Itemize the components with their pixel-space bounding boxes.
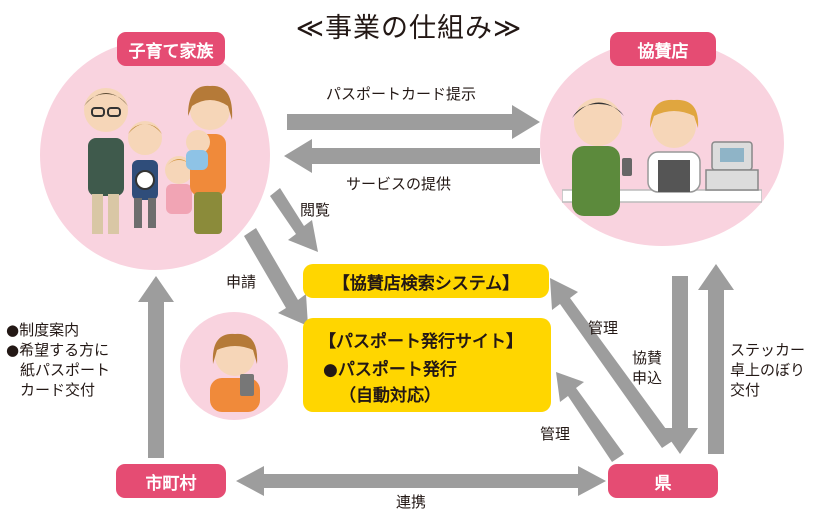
arrow-sticker <box>698 264 734 454</box>
arrow-cooperation <box>236 466 606 496</box>
issue-site-label: 【パスポート発行サイト】 <box>319 332 523 352</box>
shop-illustration <box>562 98 762 216</box>
manage-bottom-label: 管理 <box>540 425 571 443</box>
pref-node-label: 県 <box>608 464 718 498</box>
issue-site-line1: ●パスポート発行 <box>323 360 457 380</box>
family-node-label: 子育て家族 <box>117 32 225 66</box>
family-circle <box>40 40 270 270</box>
arrow-manage-bottom <box>556 372 624 462</box>
issue-site-line2: （自動対応） <box>339 386 441 406</box>
city-label-line3: 紙パスポート <box>20 361 111 379</box>
city-node-label: 市町村 <box>116 464 226 498</box>
manage-top-label: 管理 <box>588 319 619 337</box>
arrow-apply <box>244 228 308 326</box>
arrow-city-up <box>138 276 174 458</box>
search-system-box: 【協賛店検索システム】 <box>303 264 549 298</box>
shop-node-label: 協賛店 <box>610 32 716 66</box>
apply-label: 申請 <box>226 273 257 291</box>
family-illustration <box>84 85 233 234</box>
cooperation-label: 連携 <box>396 493 427 511</box>
search-system-label: 【協賛店検索システム】 <box>332 273 520 294</box>
card-present-label: パスポートカード提示 <box>326 85 477 103</box>
issue-site-box: 【パスポート発行サイト】 ●パスポート発行 （自動対応） <box>303 318 551 412</box>
sticker-label-line2: 卓上のぼり <box>730 361 806 379</box>
arrow-service <box>284 139 540 173</box>
arrow-sponsor <box>662 276 698 454</box>
sponsor-label-line1: 協賛 <box>632 349 663 367</box>
arrow-browse <box>270 188 318 252</box>
city-label-line1: ●制度案内 <box>6 321 80 339</box>
browse-label: 閲覧 <box>300 201 331 219</box>
arrow-card-present <box>287 105 540 139</box>
city-label-line4: カード交付 <box>20 381 96 399</box>
smartphone-user-illustration <box>210 333 260 412</box>
sticker-label-line3: 交付 <box>730 381 761 399</box>
arrow-manage-top <box>550 278 674 448</box>
diagram-title: ≪事業の仕組み≫ <box>295 13 523 44</box>
service-label: サービスの提供 <box>346 175 452 193</box>
city-label-line2: ●希望する方に <box>6 341 110 359</box>
sticker-label-line1: ステッカー <box>730 341 806 359</box>
sponsor-label-line2: 申込 <box>632 369 663 387</box>
